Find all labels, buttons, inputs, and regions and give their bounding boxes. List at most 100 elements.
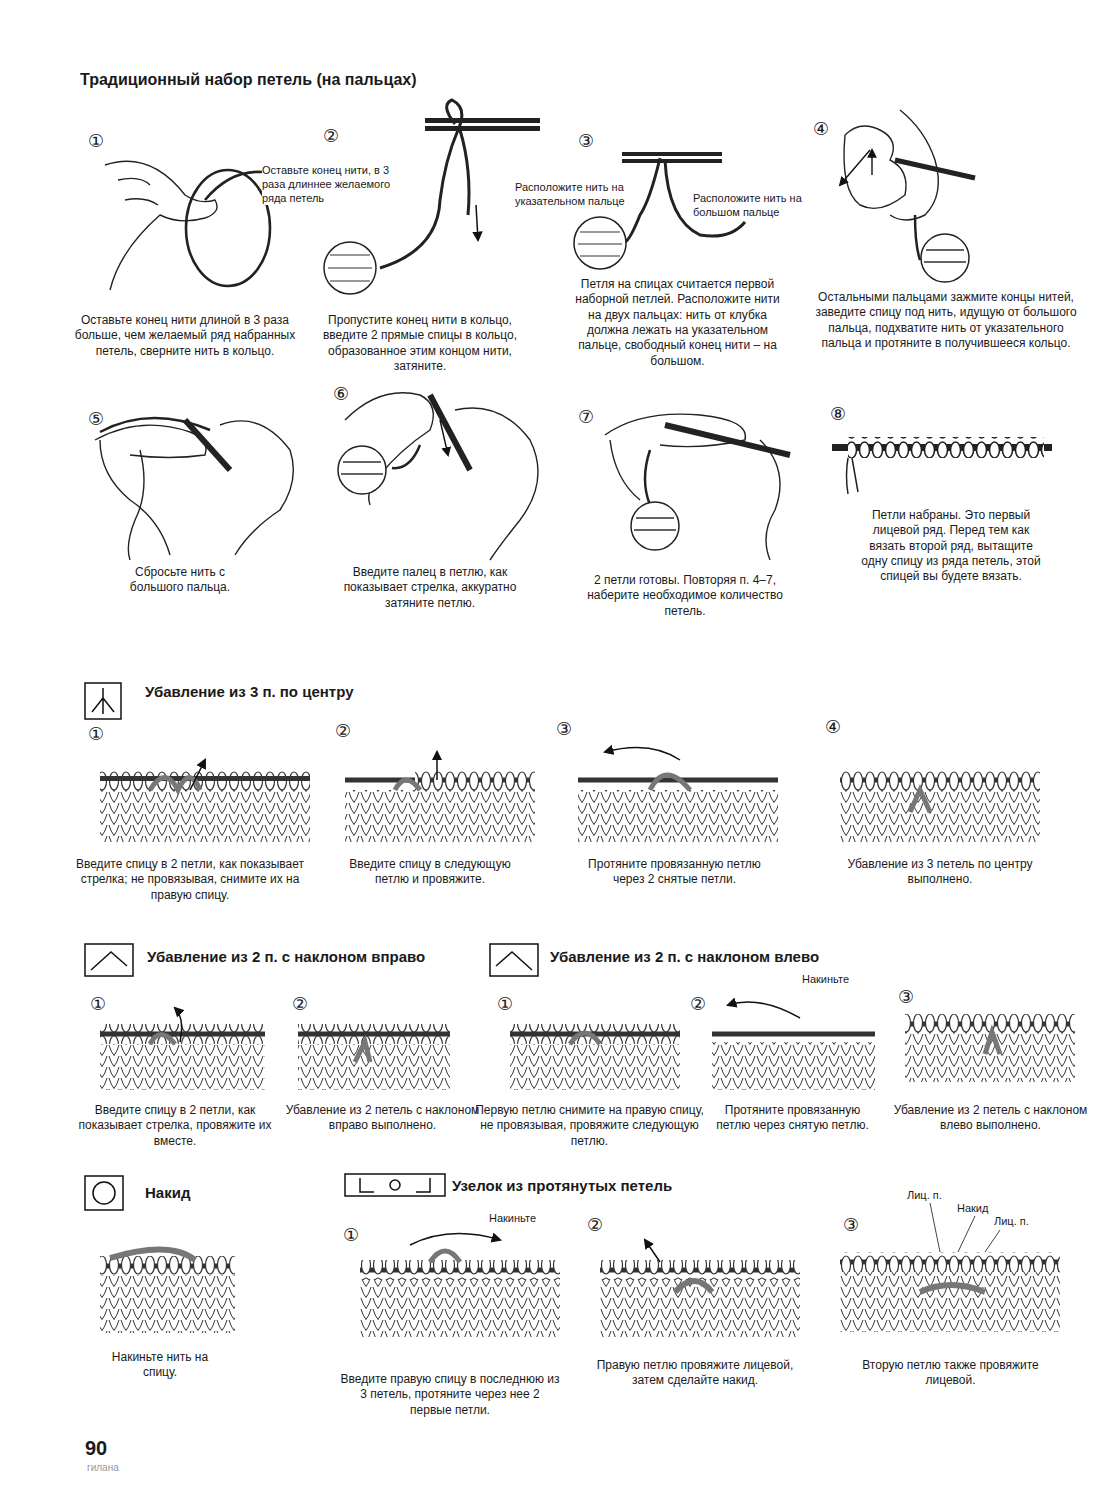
drawing-part xyxy=(430,395,470,470)
drawing-part xyxy=(510,1024,680,1044)
step-number: ⑤ xyxy=(88,410,104,428)
step-number: ② xyxy=(587,1216,603,1234)
drawing-part xyxy=(392,445,420,468)
page-title: Традиционный набор петель (на пальцах) xyxy=(80,70,417,90)
step-number: ⑦ xyxy=(578,408,594,426)
drawing-part xyxy=(728,1002,800,1018)
step-number: ② xyxy=(335,722,351,740)
drawing-part xyxy=(345,1174,445,1196)
drawing-part xyxy=(328,255,372,281)
caption: Накиньте нить на спицу. xyxy=(95,1350,225,1381)
drawing-part xyxy=(92,688,114,714)
drawing-part xyxy=(436,752,438,780)
callout-label: Накиньте xyxy=(800,972,851,986)
step-number: ① xyxy=(88,725,104,743)
step-number: ⑥ xyxy=(333,385,349,403)
drawing-part xyxy=(360,1279,560,1337)
drawing-part xyxy=(110,1249,195,1260)
drawing-part xyxy=(85,944,133,976)
note: Расположите нить на большом пальце xyxy=(693,191,818,219)
drawing-part xyxy=(910,790,930,812)
drawing-part xyxy=(186,170,270,286)
drawing-part xyxy=(840,790,1040,842)
step-number: ① xyxy=(343,1226,359,1244)
drawing-part xyxy=(100,1256,235,1276)
drawing-part xyxy=(920,1285,985,1292)
drawing-part xyxy=(410,1234,500,1245)
drawing-part xyxy=(360,1178,430,1192)
drawing-part xyxy=(921,234,969,282)
drawing-part xyxy=(425,118,540,123)
drawing-part xyxy=(100,1024,265,1044)
drawing-part xyxy=(95,425,206,457)
step-number: ① xyxy=(88,132,104,150)
step-number: ③ xyxy=(556,720,572,738)
drawing-part xyxy=(324,242,376,294)
drawing-part xyxy=(395,780,420,790)
drawing-part xyxy=(100,776,310,781)
drawing-part xyxy=(360,1260,560,1280)
drawing-part xyxy=(610,440,640,500)
knit-swatch xyxy=(100,748,1040,843)
callout-label: Накиньте xyxy=(487,1211,538,1225)
drawing-part xyxy=(128,450,144,560)
drawing-part xyxy=(380,100,462,268)
drawing-part xyxy=(840,1272,1060,1332)
drawing-part xyxy=(100,790,310,842)
drawing-part xyxy=(578,790,778,842)
cast-on-row xyxy=(832,437,1052,494)
caption: Убавление из 2 петель с наклоном вправо … xyxy=(285,1103,480,1134)
drawing-part xyxy=(840,1252,1060,1272)
caption: Правую петлю провяжите лицевой, затем сд… xyxy=(590,1358,800,1389)
drawing-part xyxy=(905,1032,1075,1082)
step-number: ③ xyxy=(843,1216,859,1234)
callout-label: Лиц. п. xyxy=(905,1188,944,1202)
drawing-part xyxy=(631,502,679,550)
drawing-part xyxy=(871,150,872,175)
drawing-part xyxy=(496,952,532,970)
caption: Сбросьте нить с большого пальца. xyxy=(120,565,240,596)
caption: Протяните провязанную петлю через снятую… xyxy=(710,1103,875,1134)
drawing-part xyxy=(175,1008,182,1042)
drawing-part xyxy=(91,952,127,970)
drawing-part xyxy=(570,1033,600,1044)
section-heading: Убавление из 2 п. с наклоном влево xyxy=(550,947,819,966)
drawing-part xyxy=(574,217,626,269)
drawing-part xyxy=(390,1180,400,1190)
caption: Вторую петлю также провяжите лицевой. xyxy=(858,1358,1043,1389)
drawing-part xyxy=(622,152,722,156)
caption: Введите правую спицу в последнюю из 3 пе… xyxy=(340,1372,560,1418)
drawing-part xyxy=(460,130,469,215)
caption: Пропустите конец нити в кольцо, введите … xyxy=(305,313,535,374)
step-number: ② xyxy=(323,127,339,145)
drawing-part xyxy=(600,1279,800,1337)
drawing-part xyxy=(840,770,1040,792)
drawing-part xyxy=(645,450,650,505)
hands-needles xyxy=(95,418,293,560)
drawing-part xyxy=(205,172,262,200)
hands-needles xyxy=(605,414,790,560)
drawing-part xyxy=(675,1281,712,1292)
caption: Введите палец в петлю, как показывает ст… xyxy=(325,565,535,611)
caption: Первую петлю снимите на правую спицу, не… xyxy=(472,1103,707,1149)
drawing-part xyxy=(425,126,540,131)
drawing-part xyxy=(924,250,966,262)
step-number: ③ xyxy=(578,132,594,150)
drawing-part xyxy=(345,790,535,842)
section-heading: Убавление из 3 п. по центру xyxy=(145,682,353,701)
drawing-part xyxy=(85,1176,123,1210)
hand-figure xyxy=(105,161,270,290)
section-heading: Накид xyxy=(145,1183,190,1202)
drawing-part xyxy=(100,440,170,555)
drawing-part xyxy=(338,446,386,494)
drawing-part xyxy=(100,770,310,792)
drawing-part xyxy=(440,420,448,455)
note: Расположите нить на указательном пальце xyxy=(515,180,633,208)
drawing-part xyxy=(93,1182,115,1204)
drawing-part xyxy=(844,126,906,208)
drawing-part xyxy=(848,437,1044,458)
drawing-part xyxy=(712,1032,875,1037)
drawing-part xyxy=(220,421,293,555)
step-number: ② xyxy=(690,995,706,1013)
